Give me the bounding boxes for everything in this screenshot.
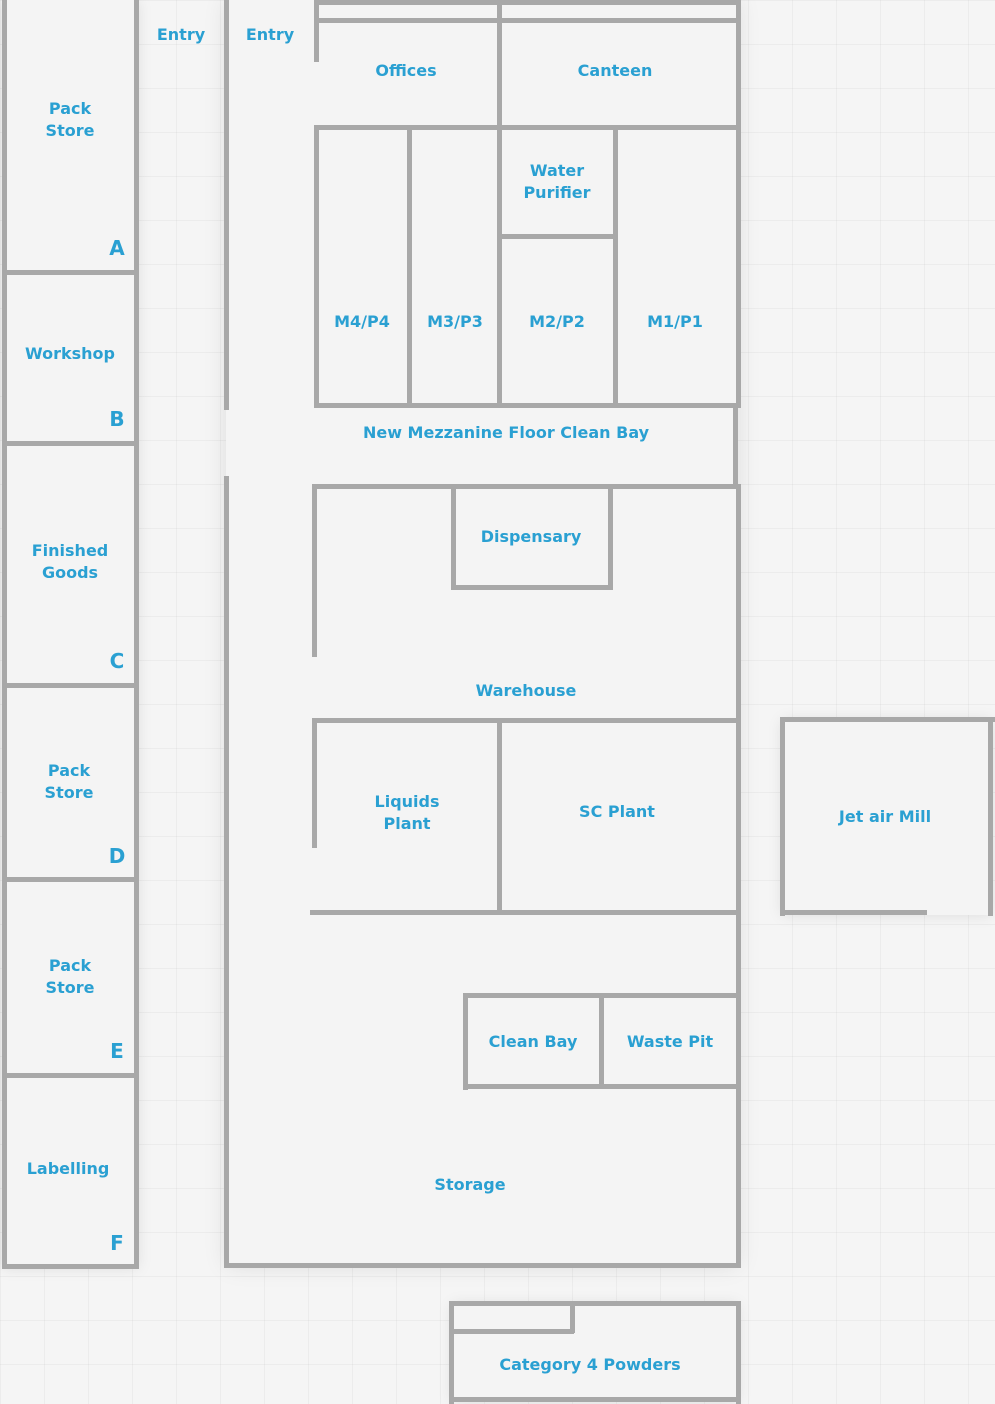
- room-label-workshop: Workshop: [25, 344, 115, 363]
- wall-segment: [2, 0, 7, 1268]
- room-label-sc-plant: SC Plant: [579, 802, 655, 821]
- bay-letter-c: C: [109, 649, 125, 673]
- bay-letter-b: B: [109, 407, 125, 431]
- room-label-labelling: Labelling: [26, 1159, 110, 1178]
- room-label-jet-air-mill: Jet air Mill: [838, 807, 932, 826]
- wall-segment: [599, 993, 604, 1087]
- room-label-m1p1: M1/P1: [647, 312, 703, 331]
- room-label-pack-store-d: Pack Store: [44, 761, 94, 802]
- wall-segment: [780, 717, 995, 722]
- wall-segment: [2, 1264, 139, 1269]
- bay-letter-f: F: [110, 1231, 124, 1255]
- wall-segment: [407, 125, 412, 406]
- wall-segment: [497, 718, 502, 913]
- wall-segment: [314, 125, 741, 130]
- room-label-liquids-plant: Liquids Plant: [374, 792, 440, 833]
- wall-segment: [2, 441, 139, 446]
- wall-segment: [312, 484, 317, 657]
- room-label-m3p3: M3/P3: [427, 312, 483, 331]
- wall-segment: [314, 0, 319, 62]
- wall-segment: [736, 486, 741, 1268]
- wall-segment: [224, 476, 229, 1268]
- room-label-pack-store-a: Pack Store: [45, 99, 95, 140]
- wall-segment: [2, 270, 139, 275]
- wall-segment: [736, 0, 741, 406]
- wall-segment: [733, 406, 738, 486]
- wall-segment: [608, 484, 613, 590]
- room-label-canteen: Canteen: [577, 61, 653, 80]
- entry-label-left: Entry: [156, 25, 206, 44]
- main-building: [226, 0, 738, 1266]
- wall-segment: [463, 993, 468, 1090]
- wall-segment: [451, 484, 456, 590]
- wall-segment: [312, 484, 741, 489]
- wall-segment: [312, 718, 317, 848]
- wall-segment: [314, 18, 741, 23]
- room-label-dispensary: Dispensary: [480, 527, 582, 546]
- wall-segment: [497, 125, 502, 406]
- room-label-category4: Category 4 Powders: [499, 1355, 681, 1374]
- wall-segment: [449, 1329, 574, 1334]
- wall-segment: [449, 1301, 741, 1306]
- wall-segment: [988, 717, 993, 916]
- room-label-finished-goods: Finished Goods: [31, 541, 109, 582]
- left-column-building: [2, 0, 138, 1268]
- room-label-m4p4: M4/P4: [334, 312, 390, 331]
- bay-letter-e: E: [110, 1039, 124, 1063]
- bay-letter-d: D: [108, 844, 126, 868]
- entry-label-right: Entry: [245, 25, 295, 44]
- room-label-mezzanine: New Mezzanine Floor Clean Bay: [362, 423, 650, 442]
- wall-segment: [780, 910, 927, 915]
- jet-air-mill-building: [782, 720, 992, 915]
- category4-building: [452, 1304, 738, 1402]
- room-label-water-purifier: Water Purifier: [523, 161, 591, 202]
- room-label-waste-pit: Waste Pit: [626, 1032, 714, 1051]
- bay-letter-a: A: [109, 236, 125, 260]
- wall-segment: [314, 125, 319, 406]
- wall-segment: [2, 1073, 139, 1078]
- wall-segment: [134, 0, 139, 1268]
- wall-segment: [613, 125, 618, 406]
- wall-segment: [449, 1397, 741, 1402]
- wall-segment: [497, 0, 502, 128]
- room-label-warehouse: Warehouse: [475, 681, 577, 700]
- wall-segment: [2, 877, 139, 882]
- wall-segment: [310, 910, 741, 915]
- wall-segment: [2, 683, 139, 688]
- wall-segment: [224, 1263, 741, 1268]
- room-label-pack-store-e: Pack Store: [45, 956, 95, 997]
- wall-segment: [497, 234, 616, 239]
- wall-segment: [570, 1301, 575, 1333]
- wall-segment: [463, 1084, 741, 1089]
- room-label-clean-bay: Clean Bay: [488, 1032, 578, 1051]
- wall-segment: [224, 0, 229, 410]
- room-label-m2p2: M2/P2: [529, 312, 585, 331]
- wall-segment: [451, 585, 613, 590]
- wall-segment: [314, 0, 741, 5]
- wall-segment: [312, 718, 741, 723]
- wall-segment: [780, 717, 785, 916]
- wall-segment: [449, 1301, 454, 1404]
- room-label-storage: Storage: [434, 1175, 506, 1194]
- wall-segment: [314, 403, 741, 408]
- wall-segment: [736, 1301, 741, 1404]
- room-label-offices: Offices: [375, 61, 437, 80]
